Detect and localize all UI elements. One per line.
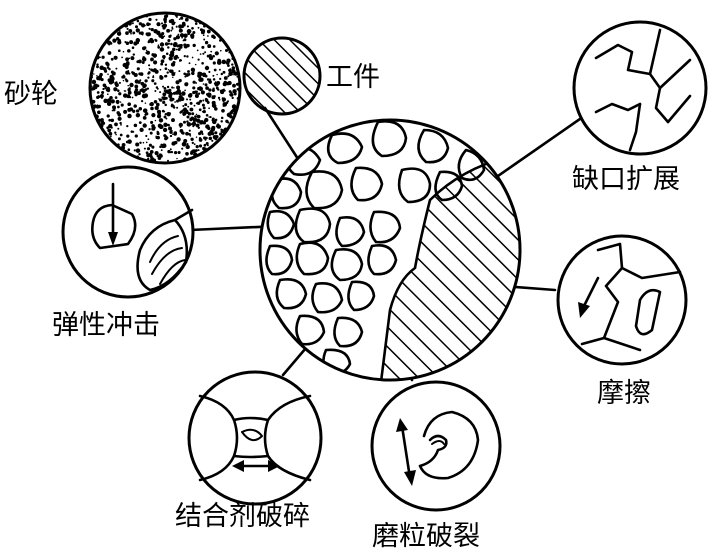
label-wheel: 砂轮 <box>4 79 58 110</box>
label-elastic-impact: 弹性冲击 <box>52 310 160 341</box>
label-grain-fracture: 磨粒破裂 <box>372 521 480 552</box>
label-crack-propagation: 缺口扩展 <box>572 164 680 195</box>
detail-bond-fracture <box>187 370 323 506</box>
detail-friction <box>556 234 688 366</box>
abrasive-texture <box>90 13 240 163</box>
label-friction: 摩擦 <box>597 378 651 409</box>
detail-elastic-impact <box>61 165 195 299</box>
label-workpiece: 工件 <box>326 62 380 93</box>
label-bond-fracture: 结合剂破碎 <box>175 501 310 532</box>
magnified-contact-zone <box>258 118 522 382</box>
grinding-wheel <box>88 11 242 165</box>
workpiece <box>242 36 322 116</box>
detail-crack-propagation <box>572 20 708 156</box>
detail-grain-fracture <box>370 380 502 512</box>
